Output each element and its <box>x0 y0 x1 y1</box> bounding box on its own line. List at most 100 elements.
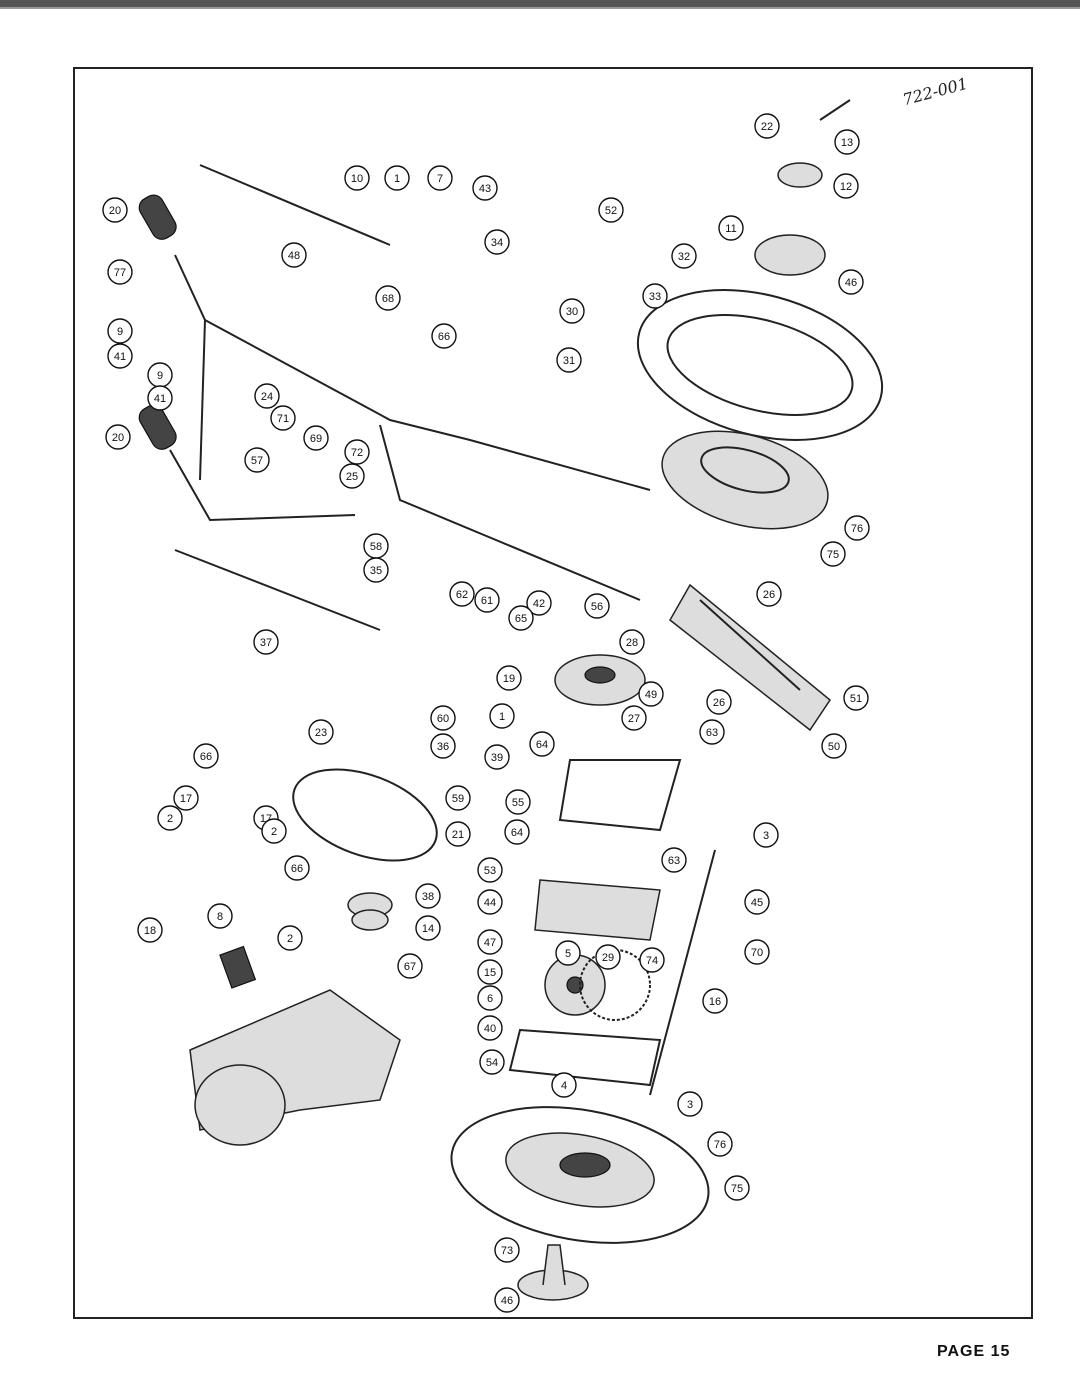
callout-77: 77 <box>107 259 133 285</box>
svg-text:16: 16 <box>709 996 721 1008</box>
callout-57: 57 <box>244 447 270 473</box>
svg-text:73: 73 <box>501 1245 513 1257</box>
svg-text:1: 1 <box>499 711 505 723</box>
callout-59: 59 <box>445 785 471 811</box>
svg-text:15: 15 <box>484 967 496 979</box>
upper-hub-cap <box>777 162 823 188</box>
callout-20a: 20 <box>102 197 128 223</box>
svg-text:45: 45 <box>751 897 763 909</box>
svg-text:5: 5 <box>565 948 571 960</box>
svg-text:71: 71 <box>277 413 289 425</box>
svg-text:22: 22 <box>761 121 773 133</box>
upper-wheel <box>636 162 884 530</box>
svg-text:52: 52 <box>605 205 617 217</box>
svg-text:20: 20 <box>109 205 121 217</box>
callout-55: 55 <box>505 789 531 815</box>
svg-text:46: 46 <box>845 277 857 289</box>
svg-text:37: 37 <box>260 637 272 649</box>
svg-text:60: 60 <box>437 713 449 725</box>
callout-76a: 76 <box>844 515 870 541</box>
svg-text:39: 39 <box>491 752 503 764</box>
svg-text:66: 66 <box>438 331 450 343</box>
callout-6: 6 <box>477 985 503 1011</box>
callout-71: 71 <box>270 405 296 431</box>
callout-49: 49 <box>638 681 664 707</box>
callout-30: 30 <box>559 298 585 324</box>
svg-text:17: 17 <box>180 793 192 805</box>
svg-text:23: 23 <box>315 727 327 739</box>
frame-bracket <box>669 583 832 732</box>
svg-text:2: 2 <box>271 826 277 838</box>
svg-text:14: 14 <box>422 923 434 935</box>
pulley <box>554 654 646 706</box>
callout-58: 58 <box>363 533 389 559</box>
svg-text:26: 26 <box>763 589 775 601</box>
grip-upper <box>138 194 177 240</box>
control-rod-lower <box>174 549 381 631</box>
callout-48: 48 <box>281 242 307 268</box>
svg-text:77: 77 <box>114 267 126 279</box>
callout-40: 40 <box>477 1015 503 1041</box>
callout-46a: 46 <box>838 269 864 295</box>
svg-text:35: 35 <box>370 565 382 577</box>
callout-22: 22 <box>754 113 780 139</box>
upper-hub <box>754 234 826 276</box>
svg-text:54: 54 <box>486 1057 498 1069</box>
svg-text:58: 58 <box>370 541 382 553</box>
callout-4: 4 <box>551 1072 577 1098</box>
control-rod <box>199 164 391 246</box>
callout-28: 28 <box>619 629 645 655</box>
callout-11: 11 <box>718 215 744 241</box>
svg-text:74: 74 <box>646 955 658 967</box>
svg-text:24: 24 <box>261 391 273 403</box>
callout-1b: 1 <box>489 703 515 729</box>
svg-text:12: 12 <box>840 181 852 193</box>
svg-text:57: 57 <box>251 455 263 467</box>
callout-18: 18 <box>137 917 163 943</box>
svg-text:44: 44 <box>484 897 496 909</box>
drive-belt <box>292 768 438 862</box>
svg-text:3: 3 <box>763 830 769 842</box>
callout-5: 5 <box>555 940 581 966</box>
transmission-frame <box>558 759 682 832</box>
callout-68: 68 <box>375 285 401 311</box>
svg-text:6: 6 <box>487 993 493 1005</box>
svg-text:29: 29 <box>602 952 614 964</box>
svg-text:65: 65 <box>515 613 527 625</box>
callout-46b: 46 <box>494 1287 520 1313</box>
callout-75b: 75 <box>724 1175 750 1201</box>
svg-text:67: 67 <box>404 961 416 973</box>
diagram-frame <box>73 67 1033 1319</box>
grip-lower <box>138 404 177 450</box>
svg-text:68: 68 <box>382 293 394 305</box>
callout-47: 47 <box>477 929 503 955</box>
callout-17a: 17 <box>173 785 199 811</box>
callout-45: 45 <box>744 889 770 915</box>
svg-text:38: 38 <box>422 891 434 903</box>
svg-text:42: 42 <box>533 598 545 610</box>
callout-16: 16 <box>702 988 728 1014</box>
callout-41b: 41 <box>147 385 173 411</box>
engine <box>189 945 401 1146</box>
callout-51: 51 <box>843 685 869 711</box>
callout-39: 39 <box>484 744 510 770</box>
svg-text:72: 72 <box>351 447 363 459</box>
svg-text:40: 40 <box>484 1023 496 1035</box>
svg-text:62: 62 <box>456 589 468 601</box>
svg-text:3: 3 <box>687 1099 693 1111</box>
callout-62: 62 <box>449 581 475 607</box>
svg-text:53: 53 <box>484 865 496 877</box>
callout-23: 23 <box>308 719 334 745</box>
callout-74: 74 <box>639 947 665 973</box>
callout-12: 12 <box>833 173 859 199</box>
callout-56: 56 <box>584 593 610 619</box>
svg-text:76: 76 <box>714 1139 726 1151</box>
svg-text:47: 47 <box>484 937 496 949</box>
svg-text:1: 1 <box>394 173 400 185</box>
svg-text:49: 49 <box>645 689 657 701</box>
svg-text:9: 9 <box>117 326 123 338</box>
lower-hub <box>517 1244 589 1301</box>
callout-15: 15 <box>477 959 503 985</box>
callout-70: 70 <box>744 939 770 965</box>
svg-text:13: 13 <box>841 137 853 149</box>
